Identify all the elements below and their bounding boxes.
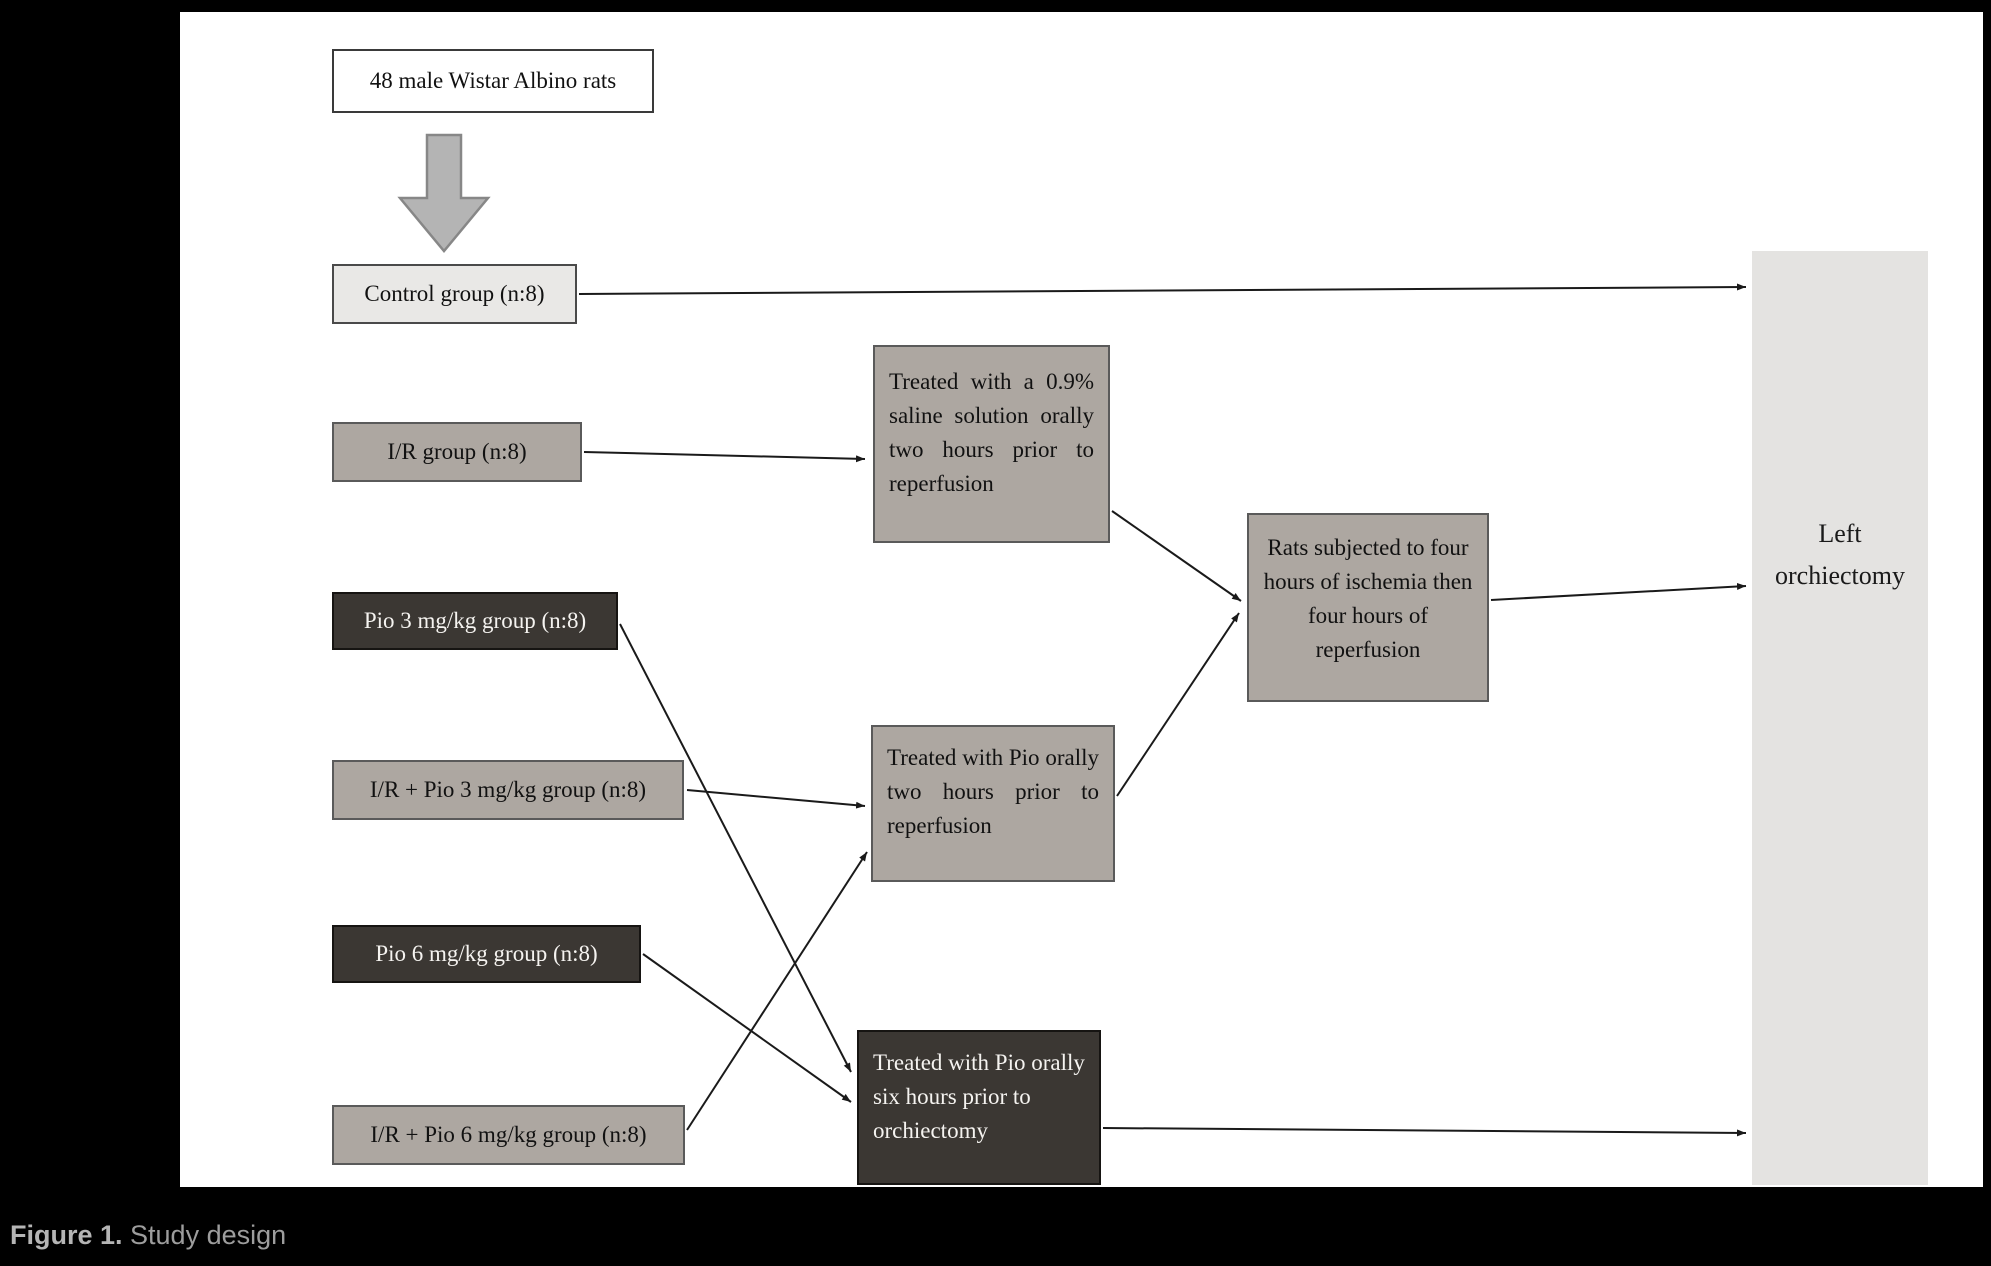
- pio6-group-label: Pio 6 mg/kg group (n:8): [375, 941, 598, 966]
- ir-pio3-group-label: I/R + Pio 3 mg/kg group (n:8): [369, 777, 647, 802]
- ir-group-label: I/R group (n:8): [387, 439, 527, 464]
- control-group-label: Control group (n:8): [364, 281, 545, 306]
- figure-caption-number: Figure 1.: [10, 1220, 123, 1250]
- saline-treatment-box: Treated with a 0.9% saline solution oral…: [873, 345, 1110, 543]
- ir-pio6-group-label: I/R + Pio 6 mg/kg group (n:8): [370, 1122, 647, 1147]
- figure-caption: Figure 1. Study design: [10, 1220, 286, 1251]
- cohort-label: 48 male Wistar Albino rats: [369, 68, 617, 93]
- cohort-box: 48 male Wistar Albino rats: [332, 49, 654, 113]
- pio-six-hours-box: Treated with Pio orally six hours prior …: [857, 1030, 1101, 1185]
- ir-group-box: I/R group (n:8): [332, 422, 582, 482]
- control-group-box: Control group (n:8): [332, 264, 577, 324]
- pio6-group-box: Pio 6 mg/kg group (n:8): [332, 925, 641, 983]
- pio3-group-label: Pio 3 mg/kg group (n:8): [363, 608, 587, 633]
- ischemia-reperfusion-box: Rats subjected to four hours of ischemia…: [1247, 513, 1489, 702]
- pio-two-hours-box: Treated with Pio orally two hours prior …: [871, 725, 1115, 882]
- outcome-panel: Left orchiectomy: [1752, 251, 1928, 1185]
- pio3-group-box: Pio 3 mg/kg group (n:8): [332, 592, 618, 650]
- ir-pio3-group-box: I/R + Pio 3 mg/kg group (n:8): [332, 760, 684, 820]
- figure-caption-text: Study design: [122, 1220, 287, 1250]
- outcome-label: Left orchiectomy: [1775, 519, 1905, 590]
- ir-pio6-group-box: I/R + Pio 6 mg/kg group (n:8): [332, 1105, 685, 1165]
